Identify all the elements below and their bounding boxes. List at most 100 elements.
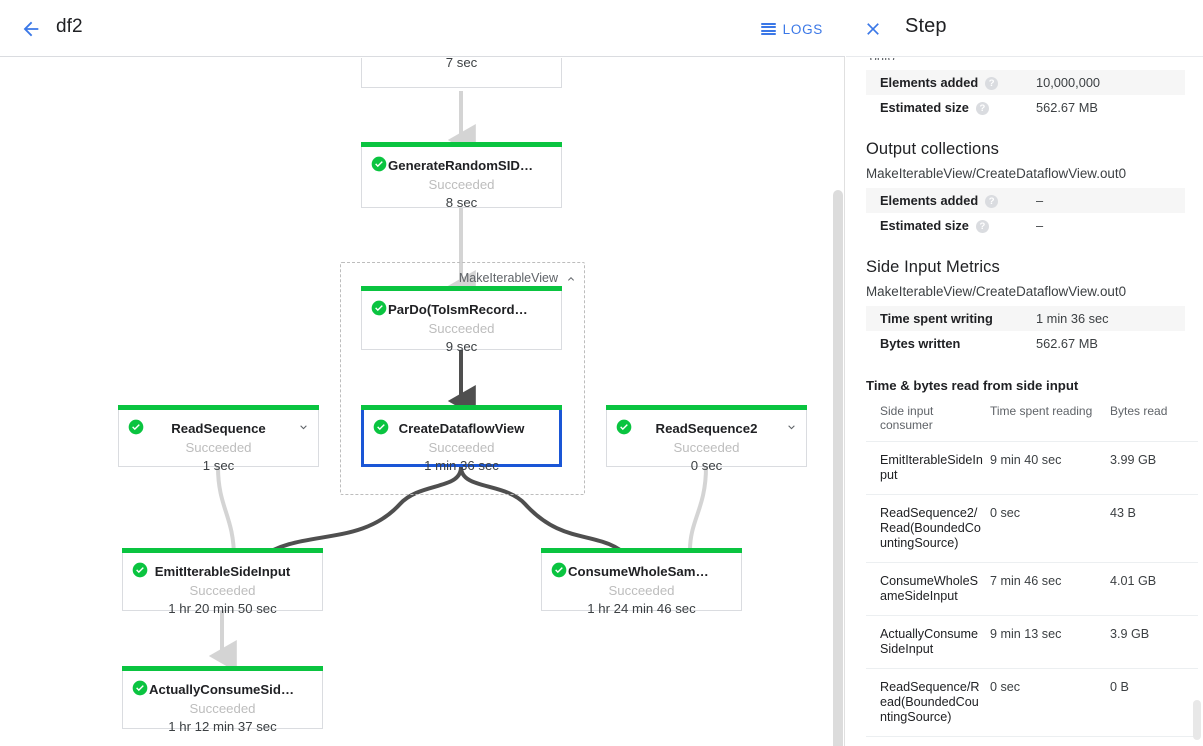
- step-details-panel: Step .out0 Elements added? 10,000,000 Es…: [846, 0, 1203, 746]
- close-icon[interactable]: [858, 14, 888, 44]
- cell-bytes: 3.99 GB: [1110, 441, 1198, 495]
- clipped-collection-name: .out0: [866, 58, 1185, 60]
- graph-scrollbar-thumb[interactable]: [833, 190, 843, 746]
- graph-node-top-partial[interactable]: Succeeded 7 sec: [361, 58, 562, 88]
- node-status-accent: [122, 548, 323, 553]
- cell-consumer: ConsumeWholeSameSideInput: [866, 562, 990, 616]
- cell-time: 9 min 13 sec: [990, 615, 1110, 669]
- node-status: Succeeded: [189, 701, 256, 716]
- node-status: Succeeded: [185, 440, 252, 455]
- cell-consumer: ReadSequence2/Read(BoundedCountingSource…: [866, 494, 990, 563]
- cell-consumer: ReadSequence/Read(BoundedCountingSource): [866, 668, 990, 737]
- graph-canvas[interactable]: MakeIterableView Succeeded 7 sec Gen: [0, 58, 844, 746]
- cell-time: 0 sec: [990, 668, 1110, 737]
- metric-label: Elements added: [880, 193, 979, 208]
- node-duration: 8 sec: [445, 195, 478, 210]
- node-status: Succeeded: [428, 440, 495, 455]
- output-collection-name: MakeIterableView/CreateDataflowView.out0: [866, 166, 1127, 181]
- panel-scrollbar-thumb[interactable]: [1193, 700, 1201, 740]
- metric-label: Estimated size: [880, 218, 969, 233]
- success-check-icon: [371, 156, 387, 172]
- logs-list-icon: [760, 22, 776, 36]
- node-duration: 1 sec: [202, 458, 235, 473]
- cell-bytes: 43 B: [1110, 494, 1198, 563]
- metric-label: Estimated size: [880, 100, 969, 115]
- node-status: Succeeded: [428, 177, 495, 192]
- chevron-down-icon[interactable]: [297, 421, 310, 434]
- graph-node-generate-random-si-data[interactable]: GenerateRandomSIData Succeeded 8 sec: [361, 142, 562, 210]
- metric-label: Bytes written: [880, 336, 961, 351]
- column-header-time-spent-reading: Time spent reading: [990, 395, 1110, 442]
- step-panel-header: Step: [846, 0, 1203, 57]
- cell-time: 9 min 40 sec: [990, 441, 1110, 495]
- cell-bytes: 3.9 GB: [1110, 615, 1198, 669]
- column-header-bytes-read: Bytes read: [1110, 395, 1198, 442]
- success-check-icon: [616, 419, 632, 435]
- help-icon[interactable]: ?: [975, 220, 989, 233]
- metric-value: 10,000,000: [1036, 75, 1101, 90]
- table-row: ReadSequence/Read(BoundedCountingSource)…: [866, 668, 1198, 737]
- metric-label: Elements added: [880, 75, 979, 90]
- metric-value: 1 min 36 sec: [1036, 311, 1109, 326]
- output-collections-metrics-table: Elements added? – Estimated size? –: [866, 188, 1185, 238]
- metric-value: 562.67 MB: [1036, 100, 1098, 115]
- column-header-side-input-consumer: Side input consumer: [866, 395, 990, 442]
- graph-node-emit-iterable-side-input[interactable]: EmitIterableSideInput Succeeded 1 hr 20 …: [122, 548, 323, 616]
- table-header-row: Side input consumer Time spent reading B…: [866, 395, 1198, 442]
- metric-value: –: [1036, 193, 1044, 208]
- help-icon[interactable]: ?: [985, 77, 999, 90]
- success-check-icon: [132, 562, 148, 578]
- panel-title: Step: [905, 15, 947, 37]
- graph-group-makeiterableview[interactable]: MakeIterableView: [340, 262, 585, 495]
- metric-label: Time spent writing: [880, 311, 993, 326]
- cell-bytes: 0 B: [1110, 668, 1198, 737]
- node-status-accent: [541, 548, 742, 553]
- logs-button[interactable]: LOGS: [757, 15, 827, 43]
- graph-node-create-dataflow-view[interactable]: CreateDataflowView Succeeded 1 min 36 se…: [361, 405, 562, 473]
- node-duration: 1 min 36 sec: [424, 458, 499, 473]
- success-check-icon: [373, 419, 389, 435]
- graph-node-read-sequence-2[interactable]: ReadSequence2 Succeeded 0 sec: [606, 405, 807, 473]
- node-duration: 1 hr 20 min 50 sec: [168, 601, 277, 616]
- success-check-icon: [551, 562, 567, 578]
- cell-time: 0 sec: [990, 494, 1110, 563]
- metric-row: Time spent writing 1 min 36 sec: [866, 306, 1185, 331]
- node-status-accent: [118, 405, 319, 410]
- node-status: Succeeded: [189, 583, 256, 598]
- side-input-metrics-table: Time spent writing 1 min 36 sec Bytes wr…: [866, 306, 1185, 356]
- metric-row: Bytes written 562.67 MB: [866, 331, 1185, 356]
- node-title: ConsumeWholeSameSi…: [568, 564, 729, 579]
- arrow-back-icon[interactable]: [14, 12, 48, 46]
- chevron-up-icon[interactable]: [565, 273, 577, 285]
- node-duration: 9 sec: [445, 339, 478, 354]
- metric-value: 562.67 MB: [1036, 336, 1098, 351]
- side-input-metrics-heading: Side Input Metrics: [866, 258, 1000, 276]
- help-icon[interactable]: ?: [975, 102, 989, 115]
- node-title: EmitIterableSideInput: [154, 564, 291, 579]
- node-title: ActuallyConsumeSideI…: [149, 682, 306, 697]
- side-input-collection-name: MakeIterableView/CreateDataflowView.out0: [866, 284, 1127, 299]
- side-input-read-table: Side input consumer Time spent reading B…: [866, 395, 1198, 737]
- success-check-icon: [371, 300, 387, 316]
- page-title: df2: [56, 16, 83, 37]
- graph-node-consume-whole-same-side-input[interactable]: ConsumeWholeSameSi… Succeeded 1 hr 24 mi…: [541, 548, 742, 616]
- metric-row: Estimated size? –: [866, 213, 1185, 238]
- help-icon[interactable]: ?: [985, 195, 999, 208]
- node-status-accent: [361, 286, 562, 291]
- graph-node-actually-consume-side-input[interactable]: ActuallyConsumeSideI… Succeeded 1 hr 12 …: [122, 666, 323, 734]
- node-status-accent: [606, 405, 807, 410]
- success-check-icon: [132, 680, 148, 696]
- graph-group-label: MakeIterableView: [458, 271, 558, 285]
- cell-consumer: ActuallyConsumeSideInput: [866, 615, 990, 669]
- step-panel-body[interactable]: .out0 Elements added? 10,000,000 Estimat…: [846, 58, 1203, 746]
- chevron-down-icon[interactable]: [785, 421, 798, 434]
- graph-vertical-scrollbar[interactable]: [832, 58, 844, 746]
- metric-row: Elements added? 10,000,000: [866, 70, 1185, 95]
- graph-node-pardo-toismrecordfor[interactable]: ParDo(ToIsmRecordFor… Succeeded 9 sec: [361, 286, 562, 354]
- node-duration: 0 sec: [690, 458, 723, 473]
- metric-row: Elements added? –: [866, 188, 1185, 213]
- node-title: ReadSequence: [171, 421, 266, 436]
- graph-node-read-sequence[interactable]: ReadSequence Succeeded 1 sec: [118, 405, 319, 473]
- metric-value: –: [1036, 218, 1044, 233]
- table-row: ActuallyConsumeSideInput 9 min 13 sec 3.…: [866, 615, 1198, 669]
